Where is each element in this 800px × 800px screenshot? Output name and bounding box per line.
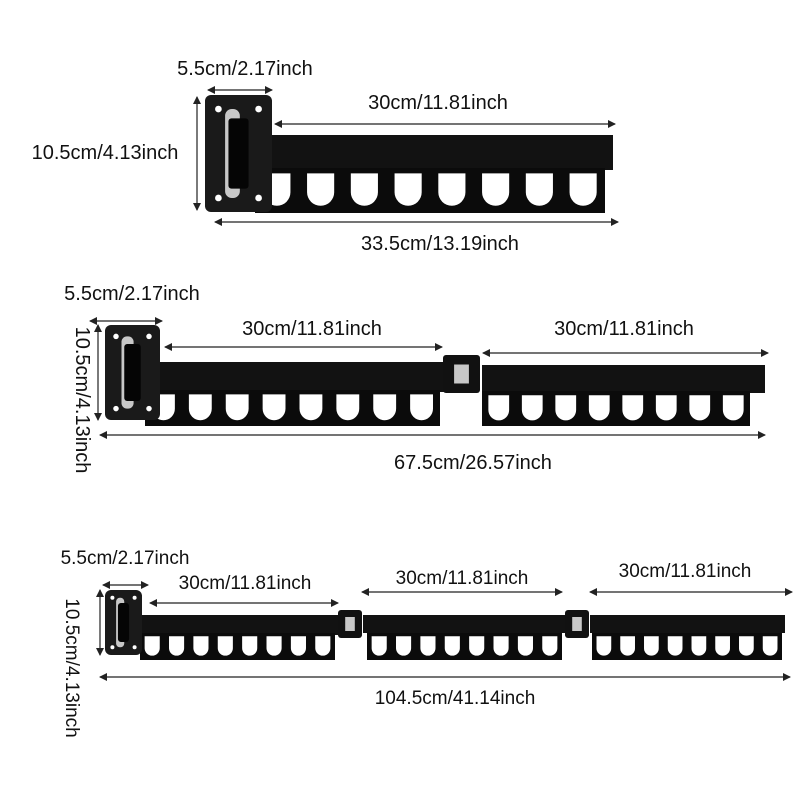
hanger-slot bbox=[444, 636, 460, 656]
hanger-slot bbox=[482, 173, 510, 206]
hanger-slot bbox=[620, 636, 635, 656]
hanger-slot bbox=[373, 394, 397, 421]
screw-hole bbox=[255, 194, 262, 202]
arm-length-label-2-2: 30cm/11.81inch bbox=[554, 318, 694, 340]
hanger-slot bbox=[410, 394, 433, 421]
hanger-slot bbox=[188, 394, 212, 421]
hanger-slot bbox=[739, 636, 754, 656]
joint-pin-icon bbox=[454, 364, 469, 384]
hanger-slot bbox=[290, 636, 306, 656]
hanger-slot bbox=[438, 173, 466, 206]
hanger-slot bbox=[266, 636, 282, 656]
hanger-slot bbox=[722, 395, 744, 421]
hanger-slot bbox=[262, 394, 286, 421]
height-label-1: 10.5cm/4.13inch bbox=[32, 142, 179, 164]
screw-hole bbox=[110, 645, 115, 650]
hanger-slot bbox=[420, 636, 436, 656]
hanger-slot bbox=[588, 395, 610, 421]
hanger-slot bbox=[715, 636, 730, 656]
arm-bar bbox=[482, 365, 765, 393]
screw-hole bbox=[215, 105, 222, 113]
hanger-slot bbox=[596, 636, 612, 656]
hanger-slot bbox=[667, 636, 683, 656]
dimension-lines bbox=[89, 86, 793, 681]
hanger-slot bbox=[689, 395, 711, 421]
height-label-3: 10.5cm/4.13inch bbox=[61, 598, 82, 737]
bracket-width-label-3: 5.5cm/2.17inch bbox=[61, 548, 190, 569]
hinge-barrel bbox=[117, 603, 130, 642]
hanger-slot bbox=[622, 395, 644, 421]
screw-hole bbox=[146, 405, 152, 412]
screw-hole bbox=[132, 645, 137, 650]
screw-hole bbox=[255, 105, 262, 113]
bracket-width-label-2: 5.5cm/2.17inch bbox=[64, 283, 200, 305]
hanger-slot bbox=[525, 173, 553, 206]
hanger-slot bbox=[144, 636, 160, 656]
hanger-slot bbox=[371, 636, 387, 656]
screw-hole bbox=[113, 405, 119, 412]
hanger-slot bbox=[521, 395, 543, 421]
hanger-slot bbox=[193, 636, 209, 656]
hanger-slot bbox=[493, 636, 509, 656]
arm-length-label-1-1: 30cm/11.81inch bbox=[368, 92, 508, 114]
hanger-slot bbox=[542, 636, 558, 656]
racks-layer bbox=[105, 95, 785, 660]
screw-hole bbox=[132, 595, 137, 600]
hinge-barrel bbox=[228, 118, 249, 189]
arm-length-label-3-2: 30cm/11.81inch bbox=[396, 568, 529, 589]
arm-bar bbox=[238, 135, 613, 170]
joint-pin-icon bbox=[345, 617, 355, 631]
arm-bar bbox=[590, 615, 785, 633]
total-length-label-3: 104.5cm/41.14inch bbox=[375, 688, 536, 709]
arm-bar bbox=[120, 615, 338, 635]
hanger-slot bbox=[762, 636, 778, 656]
screw-hole bbox=[146, 333, 152, 340]
arm-length-label-3-3: 30cm/11.81inch bbox=[619, 561, 752, 582]
hanger-slot bbox=[691, 636, 707, 656]
hanger-slot bbox=[569, 173, 597, 206]
total-length-label-1: 33.5cm/13.19inch bbox=[361, 233, 519, 255]
hanger-slot bbox=[225, 394, 249, 421]
hinge-barrel bbox=[124, 344, 141, 401]
hanger-slot bbox=[315, 636, 331, 656]
hanger-slot bbox=[307, 173, 335, 206]
hanger-slot bbox=[644, 636, 659, 656]
hanger-slot bbox=[169, 636, 185, 656]
bracket-width-label-1: 5.5cm/2.17inch bbox=[177, 58, 313, 80]
hanger-slot bbox=[396, 636, 412, 656]
hanger-slot bbox=[350, 173, 378, 206]
arm-length-label-3-1: 30cm/11.81inch bbox=[179, 573, 312, 594]
arm-length-label-2-1: 30cm/11.81inch bbox=[242, 318, 382, 340]
hanger-slot bbox=[517, 636, 533, 656]
screw-hole bbox=[113, 333, 119, 340]
screw-hole bbox=[110, 595, 115, 600]
hanger-slot bbox=[217, 636, 233, 656]
hanger-slot bbox=[488, 395, 510, 421]
arm-bar bbox=[133, 362, 445, 392]
joint-pin-icon bbox=[572, 617, 582, 631]
hanger-slot bbox=[394, 173, 422, 206]
height-label-2: 10.5cm/4.13inch bbox=[71, 327, 93, 474]
hanger-slot bbox=[555, 395, 577, 421]
arm-bar bbox=[363, 615, 565, 633]
screw-hole bbox=[215, 194, 222, 202]
hanger-slot bbox=[469, 636, 485, 656]
total-length-label-2: 67.5cm/26.57inch bbox=[394, 452, 552, 474]
hanger-slot bbox=[336, 394, 360, 421]
hanger-slot bbox=[242, 636, 258, 656]
hanger-slot bbox=[299, 394, 323, 421]
hanger-slot bbox=[655, 395, 677, 421]
